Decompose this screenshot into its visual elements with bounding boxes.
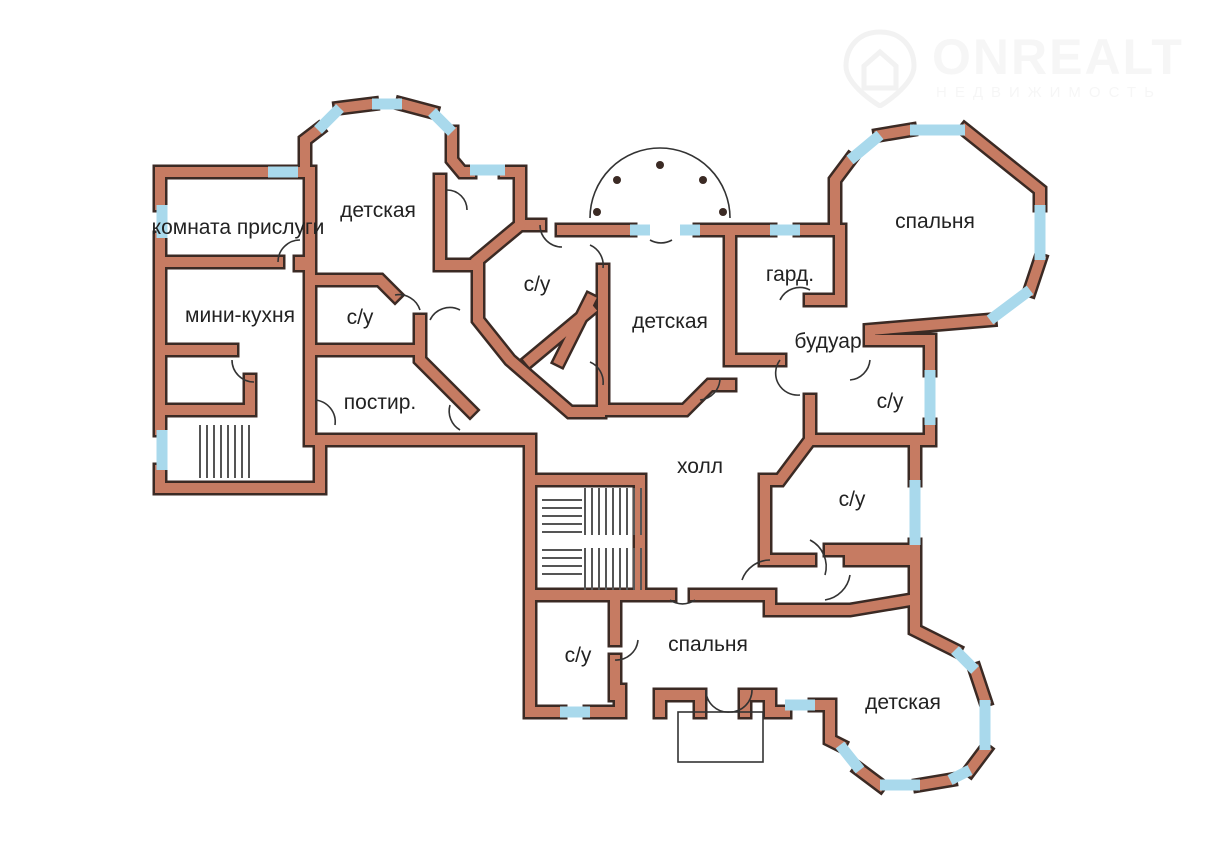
room-label-nursery-2: детская <box>632 310 708 333</box>
room-label-laundry: постир. <box>343 391 417 414</box>
wall-segment <box>532 472 648 603</box>
room-label-servant-room: комната прислуги <box>151 216 325 239</box>
onrealt-watermark: ONREALT НЕДВИЖИМОСТЬ <box>840 28 1200 108</box>
watermark-title: ONREALT <box>932 29 1184 85</box>
room-label-bedroom-1: спальня <box>895 210 975 233</box>
room-label-boudoir: будуар <box>794 330 862 353</box>
room-label-hall: холл <box>677 455 723 478</box>
wall-segment <box>725 225 785 365</box>
house-pin-icon <box>843 29 917 108</box>
room-label-bathroom-4: с/у <box>838 488 866 511</box>
wall-segment <box>957 122 1045 210</box>
wall-segment <box>435 175 605 417</box>
wall-segment <box>853 763 887 792</box>
wall-segment <box>795 153 857 235</box>
wall-segment <box>500 167 545 230</box>
room-label-bedroom-2: спальня <box>668 633 748 656</box>
wall-segment <box>722 222 788 368</box>
wall-segment <box>415 315 478 418</box>
wall-segment <box>334 98 378 114</box>
windows <box>156 98 1046 791</box>
wall-segment <box>1023 253 1047 297</box>
room-label-bathroom-5: с/у <box>564 644 592 667</box>
wall-segment <box>155 167 303 210</box>
wall-segment <box>874 124 916 141</box>
wall-segment <box>152 432 568 720</box>
wall-segment <box>968 663 992 707</box>
wall-segment <box>690 590 916 615</box>
wall-segment <box>740 690 790 717</box>
wall-segment <box>865 335 935 375</box>
wall-segment <box>757 429 821 568</box>
room-label-bathroom-1: с/у <box>346 306 374 329</box>
wall-segment <box>305 275 403 303</box>
wall-segment <box>553 293 597 367</box>
wall-segment <box>963 743 992 777</box>
room-label-nursery-3: детская <box>865 691 941 714</box>
wall-segment <box>598 265 735 415</box>
room-label-wardrobe: гард. <box>765 263 815 286</box>
room-label-mini-kitchen: мини-кухня <box>185 304 295 327</box>
wall-segment <box>845 555 962 657</box>
wall-segment <box>825 540 920 555</box>
watermark-subtitle: НЕДВИЖИМОСТЬ <box>936 84 1162 101</box>
bay-arc <box>589 147 731 219</box>
wall-segment <box>810 700 847 752</box>
wall-segment <box>395 97 439 119</box>
room-label-bathroom-2: с/у <box>523 273 551 296</box>
stairs <box>199 425 642 590</box>
doors <box>231 147 871 763</box>
wall-segment <box>805 225 845 305</box>
wall-segment <box>535 475 645 600</box>
wall-segment <box>655 690 705 717</box>
wall-segment <box>910 420 935 485</box>
room-label-nursery-1: детская <box>340 199 416 222</box>
wall-segment <box>760 433 817 565</box>
porch <box>677 711 764 763</box>
wall-segment <box>914 774 956 791</box>
wall-segment <box>165 375 255 415</box>
wall-segment <box>470 217 528 268</box>
room-label-bathroom-3: с/у <box>876 390 904 413</box>
wall-segment <box>155 435 565 717</box>
